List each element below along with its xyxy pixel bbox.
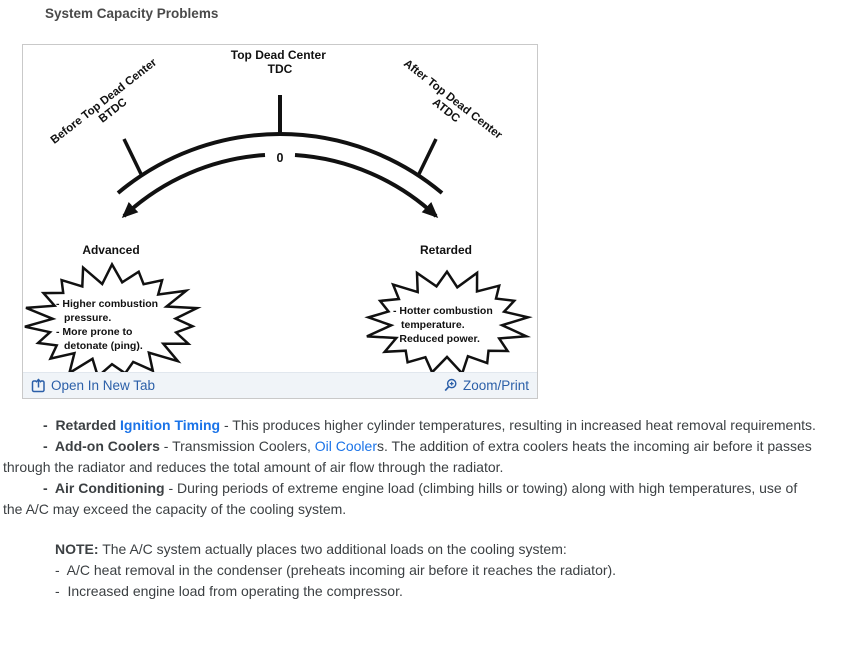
note-label: NOTE: (55, 541, 99, 557)
open-in-new-tab-link[interactable]: Open In New Tab (31, 378, 155, 393)
note-block: NOTE: The A/C system actually places two… (55, 539, 818, 602)
retarded-starburst (364, 269, 533, 372)
body-text: - Retarded Ignition Timing - This produc… (3, 415, 818, 602)
advanced-starburst (24, 261, 202, 372)
zoom-print-label: Zoom/Print (462, 378, 529, 393)
outer-arc (116, 132, 444, 195)
open-in-new-tab-label: Open In New Tab (51, 378, 156, 393)
atdc-tick (417, 138, 438, 175)
zero-label: 0 (277, 151, 284, 165)
paragraph-add-on-coolers: - Add-on Coolers - Transmission Coolers,… (3, 438, 816, 475)
open-in-new-tab-icon (31, 378, 45, 393)
zoom-magnifier-icon (444, 378, 457, 392)
btdc-tick (122, 138, 143, 175)
paragraph-lead: - Retarded (43, 417, 121, 433)
advanced-bubble-text: - Higher combustion pressure. - More pro… (56, 298, 161, 352)
note-item: - Increased engine load from operating t… (55, 583, 403, 599)
ignition-timing-link[interactable]: Ignition Timing (120, 417, 221, 433)
ignition-timing-diagram: Top Dead Center TDC Before Top Dead Cent… (23, 45, 537, 372)
page-title: System Capacity Problems (45, 6, 219, 21)
retarded-bubble-text: - Hotter combustion temperature. - Reduc… (393, 305, 496, 345)
paragraph-retarded-timing: - Retarded Ignition Timing - This produc… (43, 417, 816, 433)
paragraph-lead: - Air Conditioning (43, 480, 165, 496)
tdc-label: Top Dead Center TDC (231, 48, 329, 76)
inner-arc-left-arrow (121, 153, 266, 219)
btdc-label: Before Top Dead Center BTDC (49, 55, 170, 157)
advanced-label: Advanced (82, 243, 139, 257)
atdc-label: After Top Dead Center ATDC (393, 58, 506, 154)
note-heading: NOTE: The A/C system actually places two… (55, 541, 567, 557)
figure-footer-bar: Open In New Tab Zoom/Print (23, 372, 537, 398)
paragraph-lead: - Add-on Coolers (43, 438, 160, 454)
paragraph-air-conditioning: - Air Conditioning - During periods of e… (3, 480, 802, 517)
zoom-print-link[interactable]: Zoom/Print (443, 378, 529, 393)
retarded-label: Retarded (420, 243, 472, 257)
note-item: - A/C heat removal in the condenser (pre… (55, 562, 617, 578)
timing-diagram-figure: Top Dead Center TDC Before Top Dead Cent… (22, 44, 538, 399)
inner-arc-right-arrow (294, 153, 439, 219)
oil-cooler-link[interactable]: Oil Cooler (314, 438, 377, 454)
